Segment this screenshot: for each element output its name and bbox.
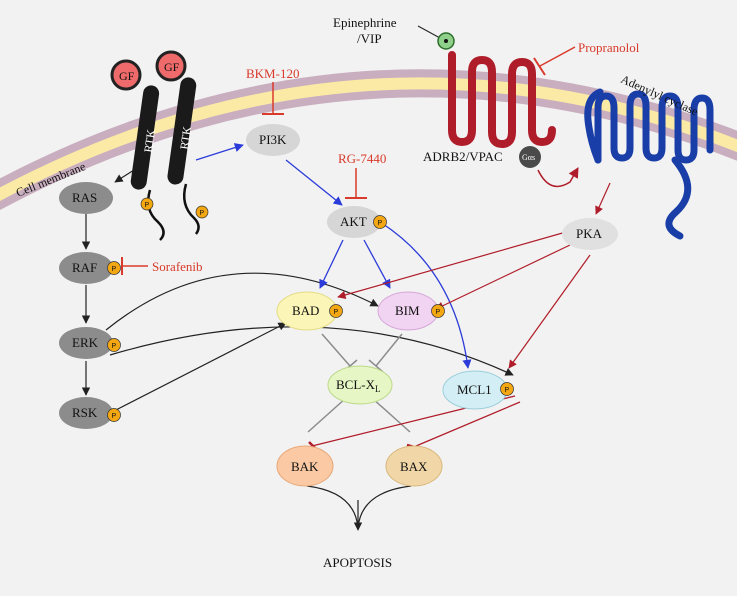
node-bclxl-label: BCL-XL [336, 377, 381, 394]
rtk-phospho-left [140, 197, 154, 211]
edge-akt-bim [363, 239, 391, 289]
epinephrine-label-line2: /VIP [357, 31, 382, 46]
edge-pka-mcl1 [508, 254, 591, 369]
bim-phospho-label: P [436, 309, 441, 316]
gf-label-right: GF [164, 60, 180, 74]
node-mcl1-label: MCL1 [457, 382, 492, 397]
node-raf-label: RAF [72, 260, 97, 275]
bad-phospho-label: P [334, 309, 339, 316]
node-raf [59, 252, 121, 284]
node-bclxl-label-main: BCL-X [336, 377, 376, 392]
rtk-phospho-right-label: P [200, 210, 205, 217]
erk-phospho-label: P [112, 343, 117, 350]
edge-rtk-ras [114, 169, 135, 183]
node-ras-label: RAS [72, 190, 97, 205]
edge-pi3k-akt [285, 159, 343, 206]
rtk-phospho-right [195, 205, 209, 219]
edge-akt-mcl1 [379, 221, 472, 369]
gf-label-left: GF [119, 69, 135, 83]
rsk-phospho-label: P [112, 413, 117, 420]
bkm120-inhibition [262, 82, 284, 115]
edge-cyclase-pka [595, 182, 611, 215]
node-mcl1 [442, 370, 514, 410]
node-bad-label: BAD [292, 303, 319, 318]
edge-bclxl-bak [307, 397, 347, 433]
rtk-receptor-right [155, 50, 200, 235]
rtk-label-right: RTK [177, 125, 194, 150]
sorafenib-inhibition [121, 257, 148, 275]
adrb2-label: ADRB2/VPAC [423, 149, 503, 164]
rtk-label-left: RTK [141, 128, 158, 153]
node-pi3k-label: PI3K [259, 132, 287, 147]
bkm120-label: BKM-120 [246, 66, 299, 81]
propranolol-inhibition [533, 46, 576, 76]
mcl1-phospho-label: P [505, 387, 510, 394]
node-bclxl-label-sub: L [375, 384, 381, 394]
edge-erk-bim [105, 272, 379, 331]
edge-akt-bad [319, 239, 344, 289]
gs-to-cyclase-arrow [537, 167, 579, 188]
node-akt-label: AKT [340, 214, 367, 229]
node-erk-label: ERK [72, 335, 99, 350]
gs-label: Gαs [522, 153, 535, 162]
node-bim-label: BIM [395, 303, 420, 318]
node-bim [377, 291, 445, 331]
akt-phospho-label: P [378, 220, 383, 227]
rtk-phospho-left-label: P [145, 202, 150, 209]
node-akt [327, 206, 387, 238]
edge-rtk-pi3k [195, 143, 244, 161]
edge-rsk-bad [111, 322, 287, 413]
node-bclxl [327, 365, 393, 405]
apoptosis-label: APOPTOSIS [323, 555, 392, 570]
rtk-receptor-left [110, 59, 165, 241]
node-erk [59, 327, 121, 359]
epinephrine-ligand [417, 25, 455, 50]
node-rsk-label: RSK [72, 405, 98, 420]
epinephrine-label-line1: Epinephrine [333, 15, 397, 30]
raf-phospho-label: P [112, 266, 117, 273]
node-bak [276, 445, 334, 487]
node-rsk [59, 397, 121, 429]
edge-bclxl-bax [371, 397, 411, 433]
sorafenib-label: Sorafenib [152, 259, 203, 274]
node-pi3k [246, 124, 300, 156]
node-ras [59, 182, 113, 214]
gs-protein [519, 146, 541, 168]
edge-pka-bim [435, 244, 571, 310]
node-pka-label: PKA [576, 226, 603, 241]
adenylyl-cyclase [584, 88, 714, 240]
node-bak-label: BAK [291, 459, 319, 474]
node-pka [562, 218, 618, 250]
edge-pka-bad [337, 231, 567, 299]
node-bad [276, 291, 343, 331]
rg7440-inhibition [345, 168, 367, 199]
node-bax [385, 445, 443, 487]
rg7440-label: RG-7440 [338, 151, 386, 166]
propranolol-label: Propranolol [578, 40, 640, 55]
node-bax-label: BAX [400, 459, 428, 474]
adrb2-receptor [448, 51, 556, 149]
